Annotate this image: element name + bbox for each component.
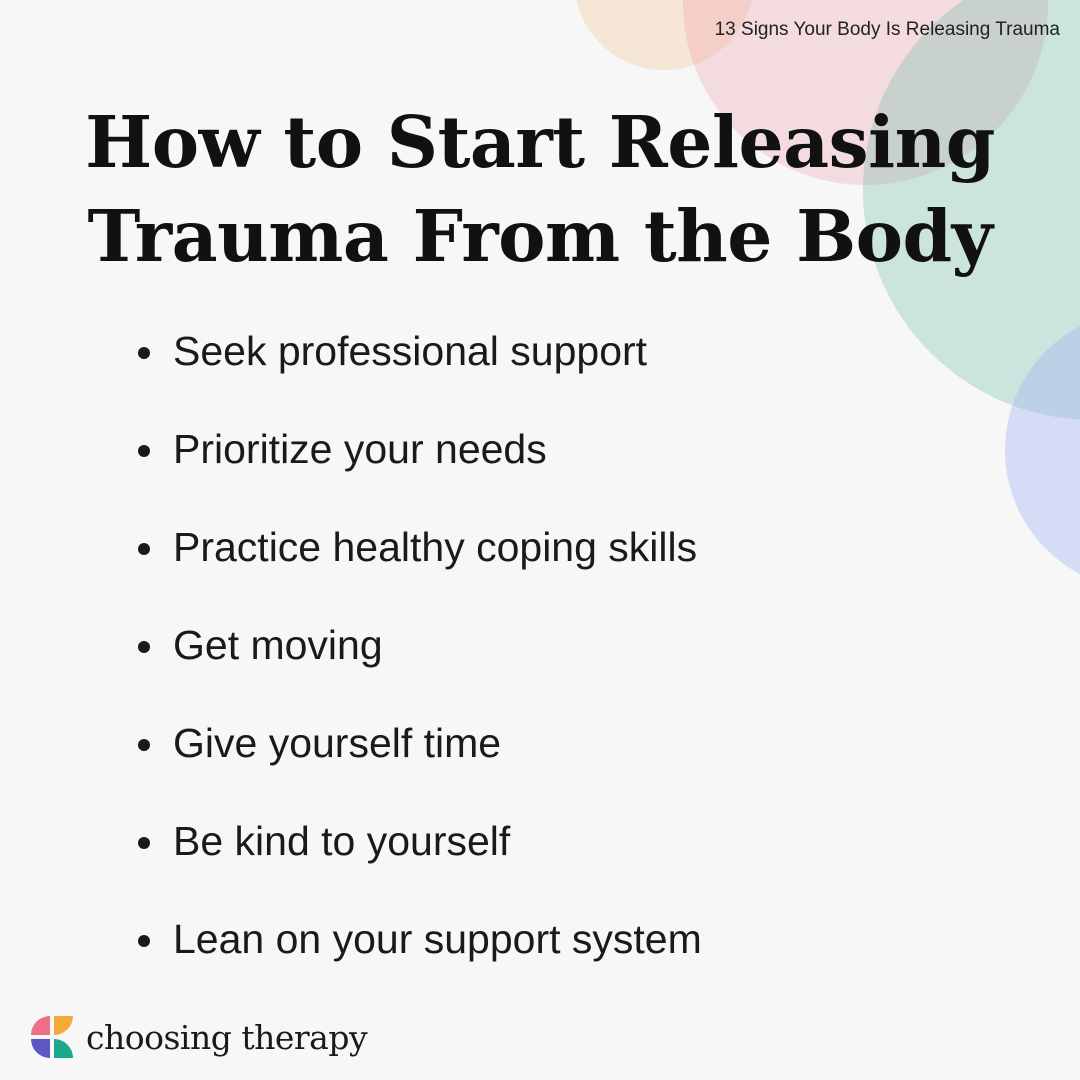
bullet-icon bbox=[138, 739, 150, 751]
title-line-2: Trauma From the Body bbox=[87, 194, 993, 278]
list-item-text: Seek professional support bbox=[173, 328, 648, 374]
list-item-text: Prioritize your needs bbox=[173, 426, 547, 472]
list-item-text: Give yourself time bbox=[173, 720, 502, 766]
bullet-icon bbox=[138, 837, 150, 849]
brand-name: choosing therapy bbox=[86, 1017, 368, 1057]
title-line-1: How to Start Releasing bbox=[85, 100, 995, 184]
page-title: How to Start Releasing Trauma From the B… bbox=[0, 95, 1080, 283]
list-item-text: Be kind to yourself bbox=[173, 818, 511, 864]
bullet-icon bbox=[138, 641, 150, 653]
bullet-icon bbox=[138, 543, 150, 555]
bullet-icon bbox=[138, 347, 150, 359]
list-item-text: Get moving bbox=[173, 622, 383, 668]
bullet-icon bbox=[138, 445, 150, 457]
bullet-icon bbox=[138, 935, 150, 947]
article-caption: 13 Signs Your Body Is Releasing Trauma bbox=[714, 19, 1060, 40]
brand-footer: choosing therapy bbox=[28, 1013, 368, 1061]
list-item-text: Practice healthy coping skills bbox=[173, 524, 698, 570]
list-item-text: Lean on your support system bbox=[173, 916, 702, 962]
choosing-therapy-logo-icon bbox=[31, 1016, 73, 1058]
